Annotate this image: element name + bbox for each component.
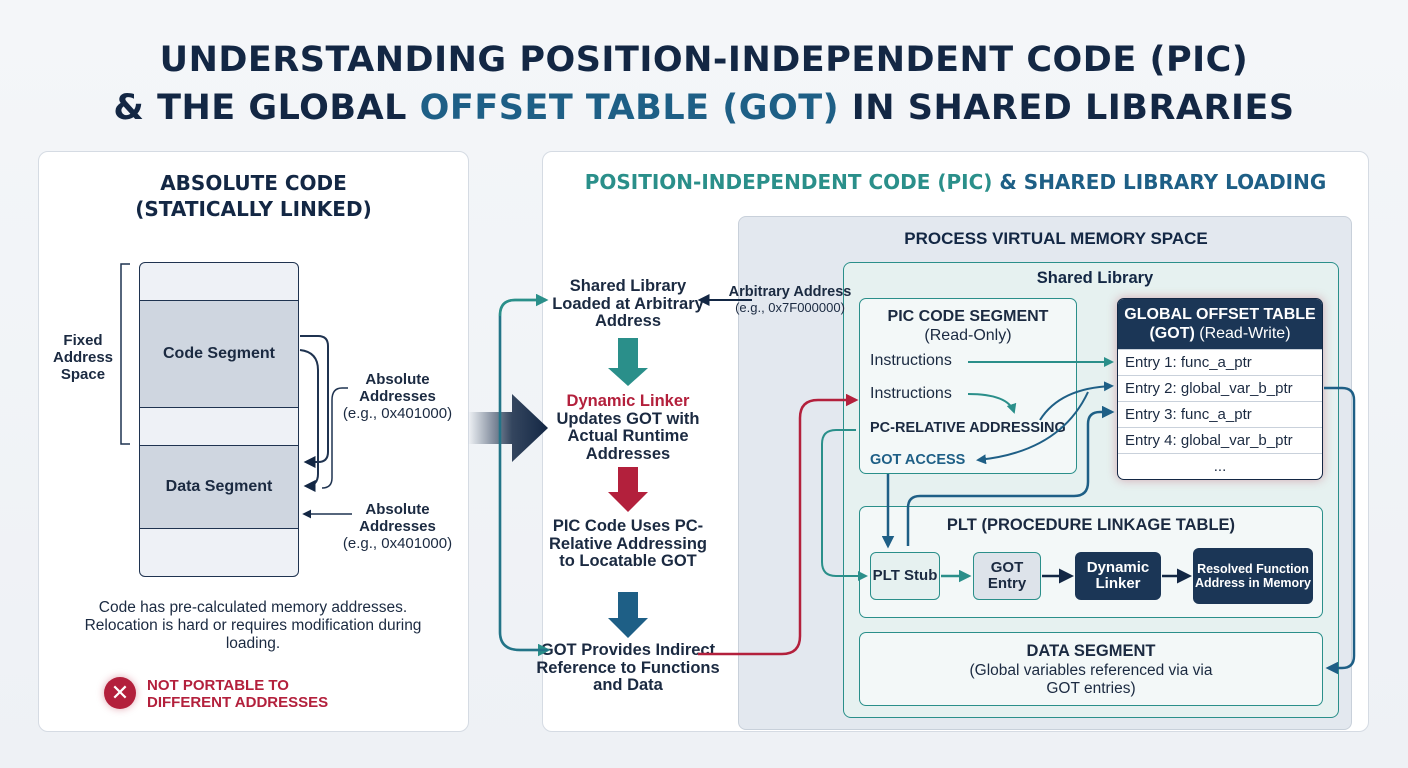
flow-step-got-provides: GOT Provides Indirect Reference to Funct… [536, 641, 720, 694]
flow-dynamic-linker-rest: Updates GOT with Actual Runtime Addresse… [556, 409, 700, 463]
fixed-address-label: Fixed Address Space [52, 332, 114, 383]
data-segment-label: Data Segment [165, 478, 273, 495]
instructions-curve-arrow [967, 393, 1017, 414]
flow-arrow-blue [608, 592, 648, 638]
pic-heading-part2: & SHARED LIBRARY LOADING [992, 170, 1327, 194]
fixed-address-bracket [120, 263, 130, 445]
absolute-addresses-label-1: Absolute Addresses (e.g., 0x401000) [335, 371, 460, 422]
absolute-code-heading: ABSOLUTE CODE (STATICALLY LINKED) [38, 170, 469, 222]
plt-to-got-entry3-arrow [906, 405, 1115, 546]
got-entry-ellipsis: ... [1118, 453, 1322, 479]
data-segment-title: DATA SEGMENT [1026, 642, 1156, 660]
got-title: GLOBAL OFFSET TABLE [1124, 306, 1316, 323]
absolute-code-heading-line2: (STATICALLY LINKED) [135, 197, 372, 221]
x-icon: ✕ [104, 677, 136, 709]
absolute-code-heading-line1: ABSOLUTE CODE [160, 171, 347, 195]
instructions-1: Instructions [870, 352, 952, 369]
got-provides-to-instructions-arrow [698, 393, 859, 656]
got-title-sub: (Read-Write) [1194, 325, 1291, 342]
arbitrary-address-label: Arbitrary Address (e.g., 0x7F000000) [718, 284, 862, 316]
got-title-abbr: (GOT) [1149, 325, 1195, 342]
got-entry-1: Entry 1: func_a_ptr [1118, 349, 1322, 375]
data-segment-sub: (Global variables referenced via via GOT… [969, 662, 1213, 697]
shared-library-title: Shared Library [1036, 269, 1154, 287]
abs-addr-1-title: Absolute Addresses [359, 371, 436, 405]
code-ref-arrow-3 [321, 387, 348, 489]
abs-addr-2-example: (e.g., 0x401000) [342, 535, 453, 552]
pic-code-segment-header: PIC CODE SEGMENT (Read-Only) [859, 307, 1077, 345]
resolved-address-box: Resolved Function Address in Memory [1193, 548, 1313, 604]
pc-relative-to-plt-stub-arrow [821, 429, 868, 581]
page-title-line1: UNDERSTANDING POSITION-INDEPENDENT CODE … [159, 40, 1249, 80]
instructions-2: Instructions [870, 385, 952, 402]
flow-step-dynamic-linker: Dynamic Linker Updates GOT with Actual R… [540, 392, 716, 463]
got-entry-4: Entry 4: global_var_b_ptr [1118, 427, 1322, 453]
code-ref-arrow-2 [299, 349, 319, 492]
big-transition-arrow [468, 394, 548, 462]
plt-title: PLT (PROCEDURE LINKAGE TABLE) [946, 516, 1236, 534]
flow-arrow-red [608, 467, 648, 512]
pic-code-segment [859, 298, 1077, 474]
got-access: GOT ACCESS [870, 452, 966, 468]
flow-loop-teal-up [498, 293, 549, 317]
title-accent: OFFSET TABLE (GOT) [419, 88, 840, 128]
pic-code-segment-title: PIC CODE SEGMENT [887, 308, 1049, 325]
title-prefix: & THE GLOBAL [113, 88, 420, 128]
data-segment-box [859, 632, 1323, 706]
pic-heading-part1: POSITION-INDEPENDENT CODE (PIC) [584, 170, 993, 194]
pc-relative-addressing: PC-RELATIVE ADDRESSING [870, 420, 1066, 436]
got-to-got-access-arrow [976, 391, 1089, 465]
code-segment: Code Segment [139, 300, 299, 408]
data-segment-content: DATA SEGMENT (Global variables reference… [859, 642, 1323, 698]
got-header: GLOBAL OFFSET TABLE (GOT) (Read-Write) [1118, 299, 1322, 349]
flow-dynamic-linker-highlight: Dynamic Linker [566, 392, 690, 410]
pc-relative-to-got-entry2-arrow [1039, 381, 1114, 421]
absolute-addresses-label-2: Absolute Addresses (e.g., 0x401000) [335, 501, 460, 552]
dynamic-linker-box: Dynamic Linker [1075, 552, 1161, 600]
code-ref-arrow-1 [300, 335, 329, 468]
warning-line2: DIFFERENT ADDRESSES [147, 694, 329, 711]
not-portable-warning: NOT PORTABLE TO DIFFERENT ADDRESSES [147, 677, 367, 711]
process-memory-title: PROCESS VIRTUAL MEMORY SPACE [904, 229, 1208, 248]
pic-heading: POSITION-INDEPENDENT CODE (PIC) & SHARED… [542, 169, 1369, 195]
abs-addr-1-example: (e.g., 0x401000) [342, 405, 453, 422]
flow-step-pc-relative: PIC Code Uses PC-Relative Addressing to … [548, 517, 708, 570]
arbitrary-address-title: Arbitrary Address [728, 284, 852, 300]
flow-loop-blue-down [498, 316, 548, 652]
flow-arrow-teal [608, 338, 648, 386]
pic-code-segment-sub: (Read-Only) [924, 327, 1012, 344]
got-to-data-segment-arrow [1324, 386, 1356, 675]
arbitrary-address-example: (e.g., 0x7F000000) [735, 300, 845, 315]
warning-line1: NOT PORTABLE TO [147, 677, 289, 694]
flow-step-loaded: Shared Library Loaded at Arbitrary Addre… [552, 277, 704, 330]
abs-addr-2-title: Absolute Addresses [359, 501, 436, 535]
title-suffix: IN SHARED LIBRARIES [839, 88, 1295, 128]
got-entry-3: Entry 3: func_a_ptr [1118, 401, 1322, 427]
code-segment-label: Code Segment [162, 345, 275, 362]
got-entry-2: Entry 2: global_var_b_ptr [1118, 375, 1322, 401]
page-title-line2: & THE GLOBAL OFFSET TABLE (GOT) IN SHARE… [0, 84, 1408, 132]
global-offset-table: GLOBAL OFFSET TABLE (GOT) (Read-Write) E… [1117, 298, 1323, 480]
flow-loop-teal-down [498, 298, 551, 657]
got-entry-box: GOT Entry [973, 552, 1041, 600]
absolute-code-description: Code has pre-calculated memory addresses… [84, 599, 422, 652]
plt-stub: PLT Stub [870, 552, 940, 600]
data-segment: Data Segment [139, 445, 299, 529]
